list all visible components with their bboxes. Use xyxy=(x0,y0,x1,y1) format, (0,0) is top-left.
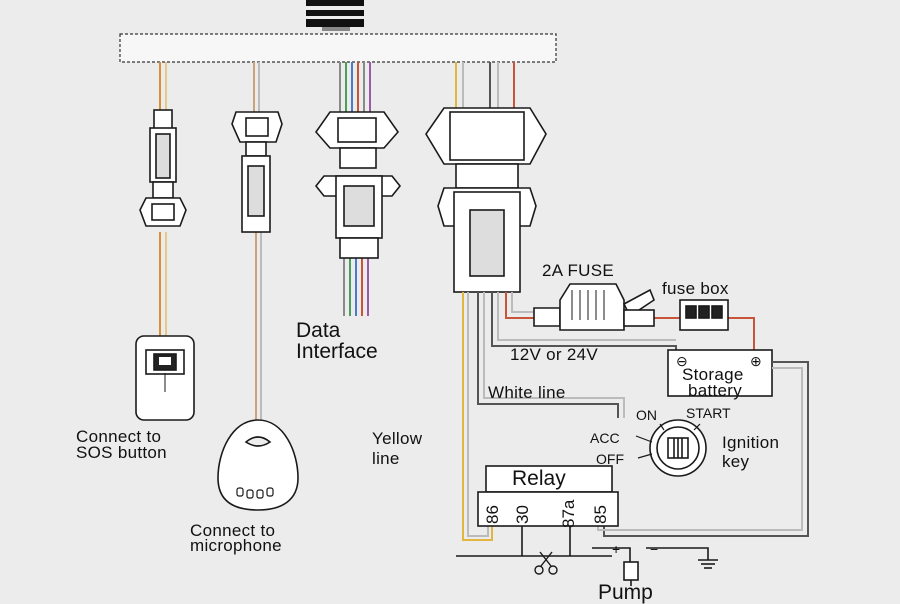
ignition-key-label-line2: key xyxy=(722,452,750,471)
white-line xyxy=(477,292,625,418)
red-wire xyxy=(505,292,755,354)
pump-minus-icon: − xyxy=(650,541,659,557)
mic-wire xyxy=(253,62,262,420)
fuse-label: 2A FUSE xyxy=(542,261,615,280)
fuse xyxy=(533,283,655,331)
relay-pin-87a: 87a xyxy=(559,499,578,528)
sos-wires xyxy=(159,62,167,336)
relay-pin-85: 85 xyxy=(591,505,610,524)
ignition-acc-label: ACC xyxy=(590,430,620,446)
mic-label-line2: microphone xyxy=(190,536,282,555)
relay-label: Relay xyxy=(512,467,566,490)
pump-label: Pump xyxy=(598,581,653,604)
ignition-on-label: ON xyxy=(636,407,657,423)
fuse-box-label: fuse box xyxy=(662,279,729,298)
ignition-key-label-line1: Ignition xyxy=(722,433,780,452)
battery-minus-icon: ⊖ xyxy=(676,353,688,369)
pump-plus-icon: + xyxy=(612,541,621,557)
power-connector xyxy=(425,107,547,293)
white-line-label: White line xyxy=(488,383,566,402)
data-interface-label-line1: Data xyxy=(296,319,341,342)
microphone xyxy=(217,419,299,511)
sos-label-line1: Connect to xyxy=(76,427,162,446)
pump xyxy=(623,561,639,586)
sos-button xyxy=(135,335,195,421)
relay-wires xyxy=(456,526,709,564)
fuse-box xyxy=(679,299,729,331)
yellow-line-label-line1: Yellow xyxy=(372,429,423,448)
battery-plus-icon: ⊕ xyxy=(750,353,762,369)
battery-wires xyxy=(597,361,809,537)
battery-label-line2: battery xyxy=(688,381,743,400)
battery-label-line1: Storage xyxy=(682,365,744,384)
sos-label-line2: SOS button xyxy=(76,443,167,462)
relay-pin-86: 86 xyxy=(483,505,502,524)
yellow-line-label-line2: line xyxy=(372,449,400,468)
storage-battery xyxy=(667,349,773,397)
data-connector xyxy=(314,111,402,259)
mic-label-line1: Connect to xyxy=(190,521,276,540)
ground-icon xyxy=(698,559,718,569)
ignition-switch xyxy=(635,419,707,477)
main-plug xyxy=(306,0,364,31)
data-wires xyxy=(339,62,371,316)
scissors-icon xyxy=(534,551,558,575)
power-wires-top xyxy=(455,62,515,108)
ignition-start-label: START xyxy=(686,405,731,421)
voltage-label: 12V or 24V xyxy=(510,345,599,364)
relay-pin-30: 30 xyxy=(513,505,532,524)
yellow-line xyxy=(462,292,493,541)
relay xyxy=(477,465,619,527)
ignition-off-label: OFF xyxy=(596,451,624,467)
harness-bar xyxy=(119,33,557,63)
sos-connector xyxy=(139,109,187,227)
data-interface-label-line2: Interface xyxy=(296,340,378,363)
mic-connector xyxy=(231,111,283,233)
